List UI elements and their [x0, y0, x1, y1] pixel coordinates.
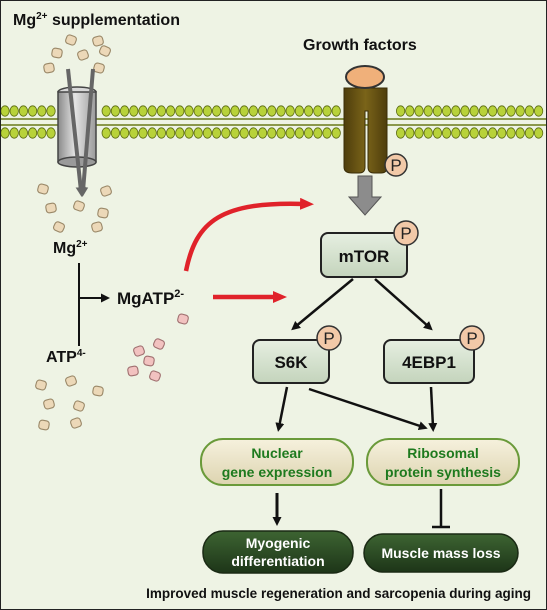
mgatp-to-mtor-arrow [183, 197, 314, 272]
receptor-to-mtor-arrow [347, 175, 383, 216]
mg-ions-intracellular [37, 183, 112, 233]
muscle-mass-loss-node: Muscle mass loss [363, 533, 519, 573]
footer-caption: Improved muscle regeneration and sarcope… [146, 586, 531, 601]
s6k-node: S6K P [252, 325, 342, 384]
svg-text:S6K: S6K [274, 353, 308, 372]
growth-factor-receptor [343, 65, 388, 174]
nuclear-gene-expression-node: Nuclear gene expression [200, 438, 354, 486]
mg-ions-extracellular [43, 34, 111, 74]
mg-supplementation-title: Mg2+ supplementation [13, 11, 180, 29]
mgatp-ions [127, 313, 189, 382]
ribosomal-protein-synthesis-node: Ribosomal protein synthesis [366, 438, 520, 486]
mgatp-label: MgATP2- [117, 288, 184, 308]
svg-text:Nuclear: Nuclear [251, 445, 303, 461]
mtor-node: mTOR P [320, 220, 419, 278]
mtor-to-s6k-arrow [291, 278, 354, 331]
svg-text:mTOR: mTOR [339, 247, 390, 266]
receptor-phospho: P [384, 153, 408, 177]
mg-channel [57, 68, 97, 197]
cell-membrane [1, 105, 546, 139]
svg-text:differentiation: differentiation [231, 553, 324, 569]
4ebp1-to-ribosomal-arrow [428, 386, 438, 432]
atp-ions [35, 375, 104, 431]
growth-factors-label: Growth factors [303, 37, 417, 54]
svg-text:protein synthesis: protein synthesis [385, 464, 501, 480]
s6k-to-nuclear-arrow [275, 386, 289, 432]
4ebp1-node: 4EBP1 P [383, 325, 485, 384]
svg-text:Myogenic: Myogenic [246, 535, 311, 551]
myogenic-differentiation-node: Myogenic differentiation [202, 530, 354, 574]
svg-text:P: P [323, 329, 334, 348]
svg-text:4EBP1: 4EBP1 [402, 353, 456, 372]
svg-text:Ribosomal: Ribosomal [407, 445, 479, 461]
svg-text:gene expression: gene expression [222, 464, 333, 480]
svg-text:P: P [390, 156, 401, 175]
ligand [345, 65, 385, 89]
s6k-to-ribosomal-arrow [308, 387, 428, 431]
atp-label: ATP4- [46, 348, 86, 366]
svg-text:Muscle mass loss: Muscle mass loss [381, 545, 500, 561]
mg-label: Mg2+ [53, 239, 88, 257]
mtor-to-4ebp1-arrow [374, 278, 433, 331]
svg-text:P: P [466, 329, 477, 348]
svg-text:P: P [400, 224, 411, 243]
